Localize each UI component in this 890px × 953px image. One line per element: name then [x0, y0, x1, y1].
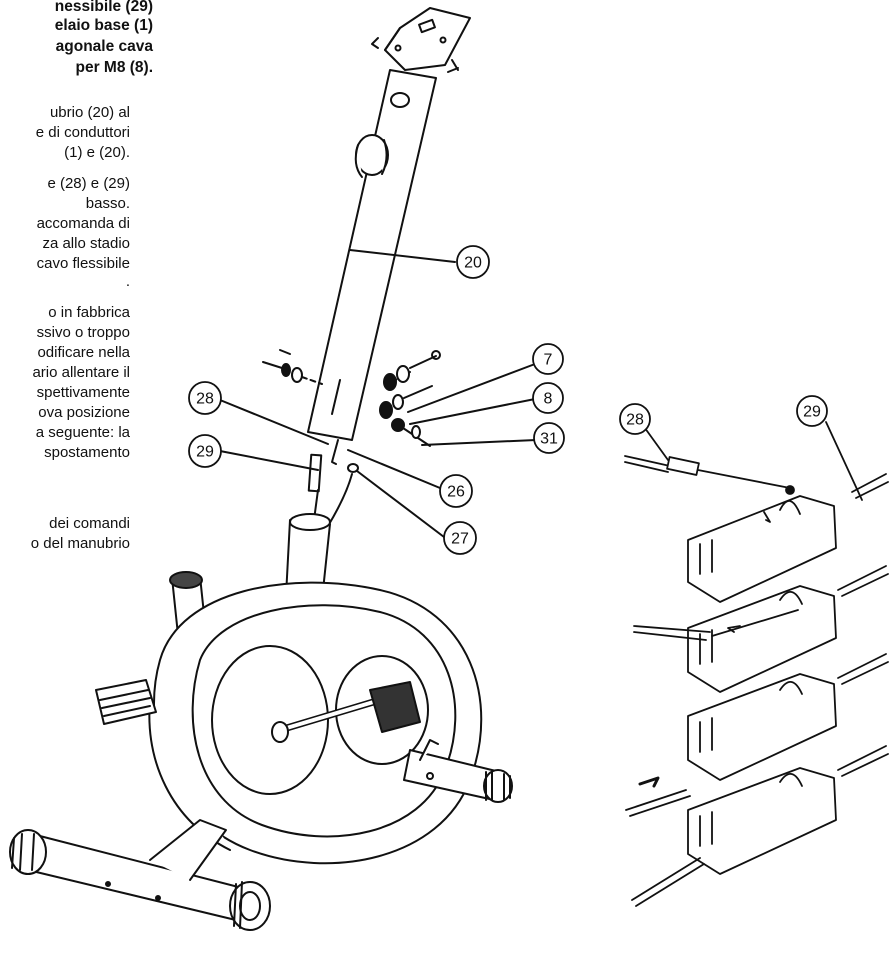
- instruction-line: odificare nella: [37, 344, 130, 361]
- instruction-line: e (28) e (29): [47, 175, 130, 192]
- instruction-line: ssivo o troppo: [36, 324, 130, 341]
- instruction-line: a seguente: la: [35, 424, 130, 441]
- callout-7: 7: [532, 343, 564, 375]
- instruction-line: dei comandi: [49, 515, 130, 532]
- instruction-bold-line: nessibile (29): [54, 0, 153, 15]
- callout-label: 28: [196, 391, 214, 408]
- instruction-line: .: [125, 273, 130, 290]
- callout-8: 8: [532, 382, 564, 414]
- instruction-line: (1) e (20).: [64, 144, 130, 161]
- instruction-bold-line: agonale cava: [55, 38, 153, 55]
- detail-callout-28: 28: [619, 403, 651, 435]
- cables: [307, 439, 359, 527]
- instruction-line: e di conduttori: [35, 124, 130, 141]
- instruction-bold-line: per M8 (8).: [75, 59, 153, 76]
- callout-label: 7: [544, 352, 553, 369]
- instruction-line: o del manubrio: [30, 535, 130, 552]
- post-bolts: [262, 349, 441, 447]
- bike-frame: [9, 513, 513, 931]
- instruction-line: cavo flessibile: [36, 255, 130, 272]
- upright-post: [307, 69, 437, 441]
- instruction-line: spettivamente: [36, 384, 130, 401]
- callout-29: 29: [188, 434, 222, 468]
- instruction-bold-line: elaio base (1): [54, 17, 153, 34]
- detail-diagrams: [624, 421, 889, 907]
- instruction-line: ubrio (20) al: [49, 104, 130, 121]
- callout-label: 20: [464, 255, 482, 272]
- instruction-line: accomanda di: [36, 215, 130, 232]
- callout-label: 26: [447, 484, 465, 501]
- detail-callout-29: 29: [796, 395, 828, 427]
- leader-lines: [219, 249, 537, 538]
- callout-label: 27: [451, 531, 469, 548]
- instruction-line: o in fabbrica: [48, 304, 130, 321]
- callout-label: 29: [803, 404, 821, 421]
- callout-20: 20: [456, 245, 490, 279]
- instruction-line: spostamento: [44, 444, 130, 461]
- mounting-plate: [371, 7, 471, 73]
- callout-31: 31: [533, 422, 565, 454]
- callout-label: 31: [540, 431, 558, 448]
- callout-label: 8: [544, 391, 553, 408]
- instruction-line: za allo stadio: [42, 235, 130, 252]
- callout-28: 28: [188, 381, 222, 415]
- callout-26: 26: [439, 474, 473, 508]
- callout-label: 28: [626, 412, 644, 429]
- callout-label: 29: [196, 444, 214, 461]
- callout-27: 27: [443, 521, 477, 555]
- instruction-line: ova posizione: [38, 404, 130, 421]
- instruction-line: ario allentare il: [32, 364, 130, 381]
- instruction-line: basso.: [85, 195, 130, 212]
